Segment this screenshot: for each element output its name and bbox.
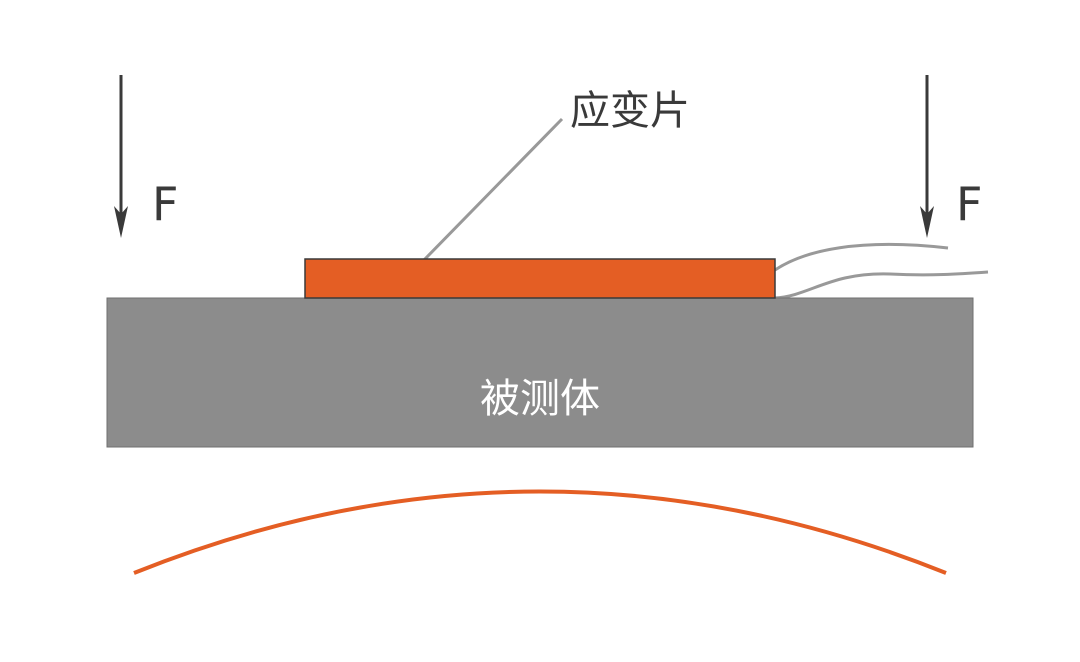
lead-wire-lower	[774, 270, 989, 300]
test-object	[106, 297, 974, 448]
strain-gauge-label: 应变片	[570, 88, 690, 134]
force-label-right: F	[956, 177, 982, 231]
bending-curve	[133, 489, 947, 575]
force-arrow-right	[920, 75, 934, 238]
force-label-left: F	[152, 177, 178, 231]
lead-wire-upper	[774, 242, 949, 272]
strain-gauge-leader-line	[422, 117, 564, 262]
force-arrow-left	[114, 75, 128, 238]
test-object-label: 被测体	[480, 376, 600, 422]
strain-gauge	[304, 258, 776, 299]
arrowhead-left-icon	[114, 206, 128, 238]
arrowhead-right-icon	[920, 206, 934, 238]
